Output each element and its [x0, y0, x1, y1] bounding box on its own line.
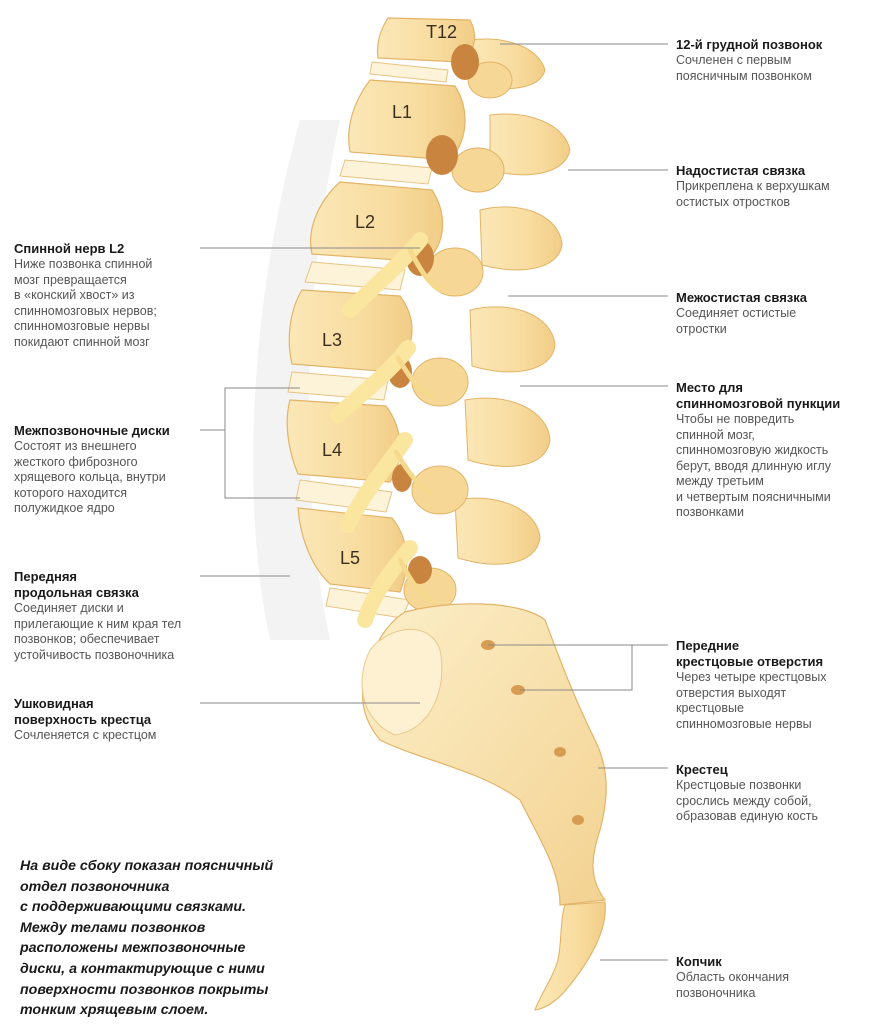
articular-process-l1 — [451, 147, 505, 193]
label-interspinous: Межостистая связка Соединяет остистые от… — [676, 290, 861, 337]
label-anterior-ligament: Передняя продольная связка Соединяет дис… — [14, 569, 224, 663]
label-t12: 12-й грудной позвонок Сочленен с первым … — [676, 37, 861, 84]
disc-l1-l2 — [339, 159, 433, 185]
vertebra-label-t12: T12 — [426, 22, 457, 42]
articular-process-l4 — [411, 465, 469, 515]
vertebra-body-l5 — [297, 507, 408, 593]
foramen-l1 — [426, 135, 458, 175]
label-puncture: Место для спинномозговой пункции Чтобы н… — [676, 380, 861, 521]
spinous-process-l3 — [469, 306, 556, 373]
label-puncture-desc: Чтобы не повредить спинной мозг, спинном… — [676, 412, 831, 519]
label-supraspinous-title: Надостистая связка — [676, 163, 806, 178]
nerve-branches — [393, 247, 443, 603]
nerve-l2 — [342, 232, 428, 318]
disc-t12-l1 — [369, 61, 449, 83]
label-discs-title: Межпозвоночные диски — [14, 423, 170, 438]
label-coccyx-desc: Область окончания позвоночника — [676, 970, 790, 1000]
label-auricular-title: Ушковидная поверхность крестца — [14, 696, 152, 727]
sacral-foramen-3 — [554, 747, 566, 757]
label-coccyx: Копчик Область окончания позвоночника — [676, 954, 861, 1001]
vertebra-label-l1: L1 — [392, 102, 412, 122]
vertebra-label-l3: L3 — [322, 330, 342, 350]
label-anterior-ligament-desc: Соединяет диски и прилегающие к ним края… — [14, 601, 182, 662]
coccyx — [534, 901, 606, 1011]
nerve-l3 — [330, 340, 416, 423]
nerve-l5 — [357, 540, 418, 628]
label-nerve: Спинной нерв L2 Ниже позвонка спинной мо… — [14, 241, 209, 350]
label-t12-title: 12-й грудной позвонок — [676, 37, 823, 52]
spinous-process-l1 — [489, 113, 571, 176]
label-sacral-foramina-title: Передние крестцовые отверстия — [676, 638, 824, 669]
label-sacral-foramina-desc: Через четыре крестцовых отверстия выходя… — [676, 670, 827, 731]
leader-sacral-foramina — [488, 644, 633, 691]
spinous-process-l4 — [464, 397, 551, 467]
label-discs: Межпозвоночные диски Состоят из внешнего… — [14, 423, 214, 517]
vertebra-label-l4: L4 — [322, 440, 342, 460]
label-puncture-title: Место для спинномозговой пункции — [676, 380, 841, 411]
label-auricular: Ушковидная поверхность крестца Сочленяет… — [14, 696, 214, 744]
label-coccyx-title: Копчик — [676, 954, 722, 969]
label-nerve-desc: Ниже позвонка спинной мозг превращается … — [14, 257, 157, 349]
auricular-surface — [361, 628, 443, 736]
label-sacrum-desc: Крестцовые позвонки срослись между собой… — [676, 778, 818, 823]
label-discs-desc: Состоят из внешнего жесткого фиброзного … — [14, 439, 166, 515]
articular-process-l3 — [411, 357, 469, 407]
foramen-l5 — [408, 556, 432, 584]
label-nerve-title: Спинной нерв L2 — [14, 241, 125, 256]
label-supraspinous: Надостистая связка Прикреплена к верхушк… — [676, 163, 861, 210]
label-anterior-ligament-title: Передняя продольная связка — [14, 569, 139, 600]
label-interspinous-title: Межостистая связка — [676, 290, 807, 305]
figure-caption: На виде сбоку показан поясничный отдел п… — [20, 858, 274, 1019]
spinal-nerves — [330, 232, 428, 628]
leader-discs — [224, 387, 300, 499]
spinous-process-l5 — [454, 497, 541, 565]
label-interspinous-desc: Соединяет остистые отростки — [676, 306, 797, 336]
label-sacral-foramina: Передние крестцовые отверстия Через четы… — [676, 638, 861, 732]
sacral-foramen-2 — [511, 685, 525, 695]
spinous-processes — [454, 38, 571, 565]
label-supraspinous-desc: Прикреплена к верхушкам остистых отростк… — [676, 179, 830, 209]
label-sacrum: Крестец Крестцовые позвонки срослись меж… — [676, 762, 861, 825]
vertebra-label-l2: L2 — [355, 212, 375, 232]
sacral-foramen-4 — [572, 815, 584, 825]
spinous-process-l2 — [479, 206, 563, 271]
label-t12-desc: Сочленен с первым поясничным позвонком — [676, 53, 812, 83]
foramen-t12 — [451, 44, 479, 80]
nerve-l4 — [340, 432, 413, 533]
label-auricular-desc: Сочленяется с крестцом — [14, 728, 157, 742]
vertebra-label-l5: L5 — [340, 548, 360, 568]
articular-processes — [403, 61, 513, 613]
articular-process-t12 — [467, 61, 513, 99]
leader-lines — [200, 43, 668, 961]
vertebra-body-l4 — [286, 399, 401, 483]
label-sacrum-title: Крестец — [676, 762, 728, 777]
